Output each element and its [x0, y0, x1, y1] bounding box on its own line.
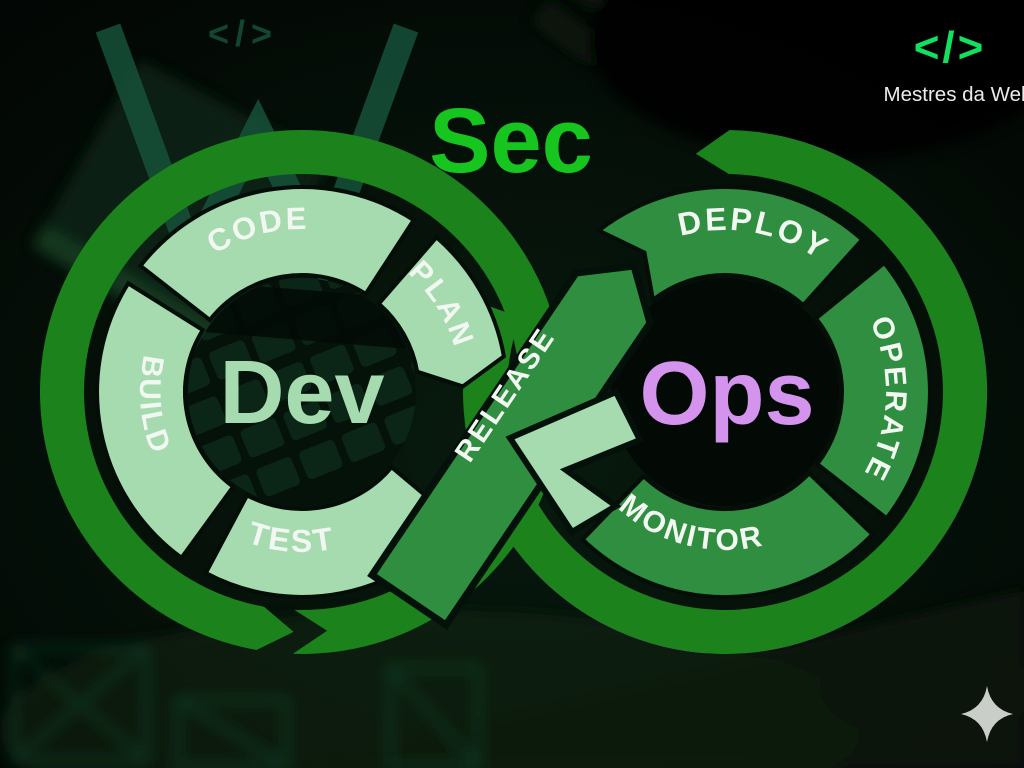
brand-name: Mestres da Web	[884, 83, 1024, 106]
segment-monitor	[579, 470, 876, 600]
dev-title: Dev	[219, 343, 384, 443]
segment-release-band	[367, 262, 654, 630]
ops-title: Ops	[639, 344, 814, 444]
brand-logo: </> Mestres da Web	[884, 23, 1024, 106]
sparkle-icon	[961, 686, 1013, 742]
segment-operate	[813, 260, 932, 522]
segment-code	[137, 185, 417, 323]
brand-code-icon: </>	[914, 23, 987, 72]
sec-title: Sec	[429, 90, 593, 192]
segment-build	[95, 280, 236, 561]
feedback-arrowhead	[505, 388, 645, 537]
ops-hole	[611, 278, 839, 506]
segment-deploy	[595, 185, 866, 308]
code-watermark-icon: </>	[208, 13, 278, 54]
segment-plan	[375, 234, 507, 389]
